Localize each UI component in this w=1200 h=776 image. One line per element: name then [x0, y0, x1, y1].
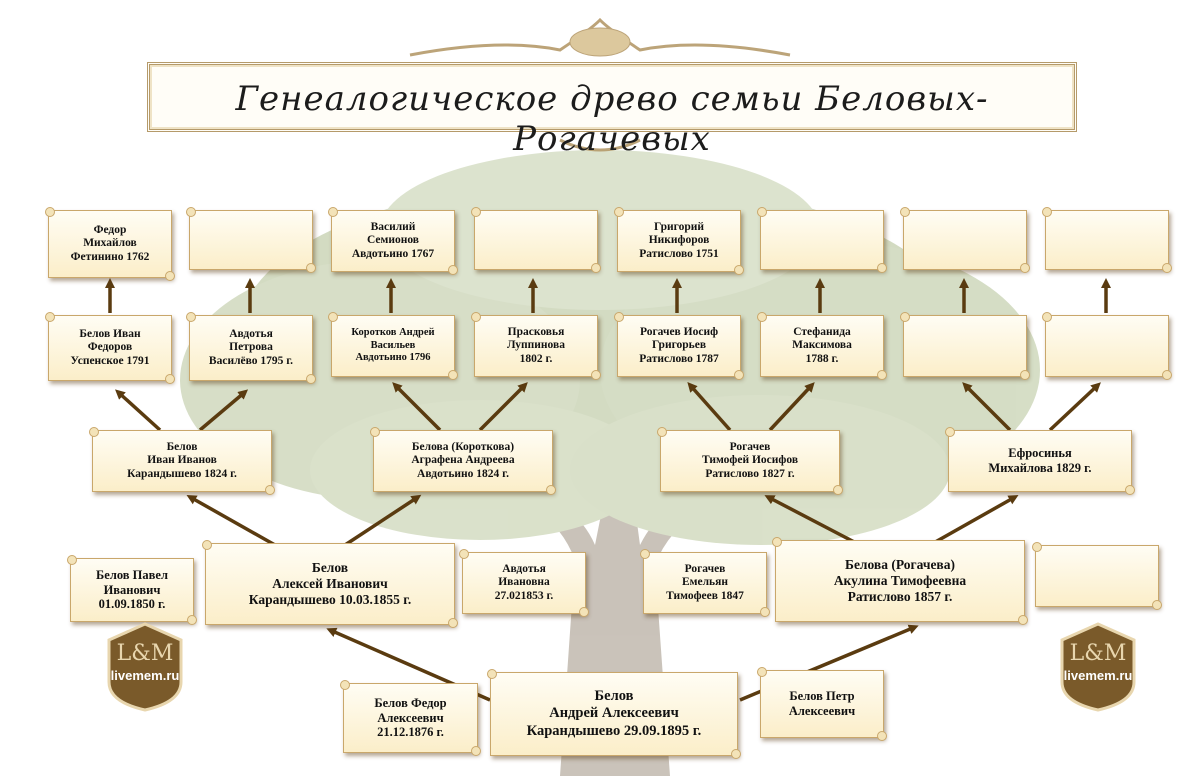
main-person-card: Белов Андрей Алексеевич Карандышево 29.0… [487, 669, 741, 759]
livemem-seal-right: L&M livemem.ru [1058, 622, 1138, 712]
title-ornament [409, 17, 791, 152]
person-card: Белов Иван Федоров Успенское 1791 [45, 312, 175, 384]
title-banner: Генеалогическое древо семьи Беловых-Рога… [147, 62, 1077, 159]
brother-card: Белов Петр Алексеевич [757, 667, 887, 741]
person-card: Прасковья Луппинова 1802 г. [471, 312, 601, 380]
person-card-empty [900, 312, 1030, 380]
sibling-card: Белов Павел Иванович 01.09.1850 г. [67, 555, 197, 625]
person-card: Рогачев Иосиф Григорьев Ратислово 1787 [614, 312, 744, 380]
watermark-text: livemem.ru [1063, 668, 1133, 683]
person-card-empty [757, 207, 887, 273]
father-card: Белов Алексей Иванович Карандышево 10.03… [202, 540, 458, 628]
page-title: Генеалогическое древо семьи Беловых-Рога… [235, 79, 989, 159]
sibling-card: Авдотья Ивановна 27.021853 г. [459, 549, 589, 617]
person-card-empty [1042, 312, 1172, 380]
person-card-empty [186, 207, 316, 273]
watermark-text: livemem.ru [110, 668, 180, 683]
person-card-empty [471, 207, 601, 273]
person-card: Коротков Андрей Васильев Авдотьино 1796 [328, 312, 458, 380]
person-card: Авдотья Петрова Василёво 1795 г. [186, 312, 316, 384]
sibling-card-empty [1032, 542, 1162, 610]
person-card: Василий Семионов Авдотьино 1767 [328, 207, 458, 275]
person-card: Белов Иван Иванов Карандышево 1824 г. [89, 427, 275, 495]
person-card: Рогачев Тимофей Иосифов Ратислово 1827 г… [657, 427, 843, 495]
brother-card: Белов Федор Алексеевич 21.12.1876 г. [340, 680, 481, 756]
sibling-card: Рогачев Емельян Тимофеев 1847 [640, 549, 770, 617]
svg-text:L&M: L&M [117, 641, 174, 666]
person-card-empty [900, 207, 1030, 273]
person-card: Григорий Никифоров Ратислово 1751 [614, 207, 744, 275]
mother-card: Белова (Рогачева) Акулина Тимофеевна Рат… [772, 537, 1028, 625]
person-card: Ефросинья Михайлова 1829 г. [945, 427, 1135, 495]
person-card: Белова (Короткова) Аграфена Андреева Авд… [370, 427, 556, 495]
person-card: Федор Михайлов Фетинино 1762 [45, 207, 175, 281]
arrows [105, 278, 1111, 702]
person-card: Стефанида Максимова 1788 г. [757, 312, 887, 380]
person-card-empty [1042, 207, 1172, 273]
livemem-seal-left: L&M livemem.ru [105, 622, 185, 712]
svg-text:L&M: L&M [1070, 641, 1127, 666]
